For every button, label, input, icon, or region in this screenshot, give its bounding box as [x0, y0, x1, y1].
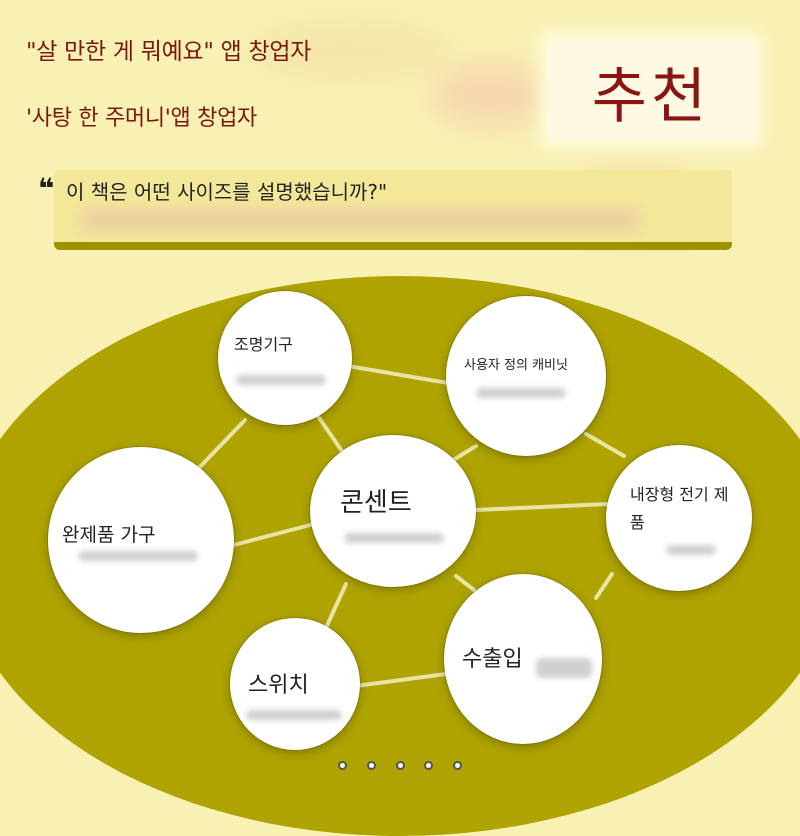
node-blurred-text — [246, 710, 342, 720]
connector-line — [454, 574, 476, 592]
quote-icon: ❝ — [38, 172, 55, 205]
node-blurred-text — [476, 388, 566, 398]
pagination-dot[interactable] — [366, 760, 376, 770]
node-label: 완제품 가구 — [62, 524, 156, 546]
connector-line — [322, 582, 348, 634]
connector-line — [346, 364, 450, 385]
node-lighting[interactable]: 조명기구 — [218, 291, 352, 425]
node-blurred-text — [666, 545, 716, 555]
quote-text: 이 책은 어떤 사이즈를 설명했습니까?" — [66, 180, 388, 204]
node-label: 사용자 정의 캐비닛 — [464, 358, 568, 373]
connector-line — [354, 672, 448, 688]
node-blurred-text — [344, 533, 444, 543]
connector-lines — [193, 364, 626, 688]
node-blurred-text — [236, 375, 326, 385]
node-switch[interactable]: 스위치 — [230, 618, 360, 750]
connector-line — [313, 410, 346, 456]
node-label: 콘센트 — [340, 488, 412, 518]
recommend-badge-label: 추천 — [591, 62, 711, 132]
recommend-badge: 추천 — [548, 40, 754, 140]
node-blurred-text — [78, 551, 198, 561]
background-blob — [250, 20, 450, 80]
pagination-dot[interactable] — [395, 760, 405, 770]
header-subtitle: '사탕 한 주머니'앱 창업자 — [26, 106, 257, 131]
background-blob — [430, 60, 550, 130]
node-label: 수출입 — [462, 647, 523, 672]
quote-banner — [54, 170, 732, 250]
pagination-dot[interactable] — [424, 760, 434, 770]
connector-line — [594, 572, 614, 600]
connector-line — [228, 522, 316, 548]
node-built-in-appliance[interactable]: 내장형 전기 제품 — [606, 445, 752, 591]
node-finished-furniture[interactable]: 완제품 가구 — [48, 447, 234, 633]
connector-line — [474, 502, 610, 512]
connector-line — [193, 418, 247, 474]
pagination-dot[interactable] — [338, 760, 347, 770]
pagination-dots — [338, 757, 462, 773]
node-import-export[interactable]: 수출입 — [444, 574, 602, 744]
node-outlet[interactable]: 콘센트 — [310, 435, 476, 587]
pagination-dot[interactable] — [453, 760, 462, 770]
quote-blurred-text — [80, 208, 640, 232]
node-label: 내장형 전기 제품 — [630, 485, 729, 532]
node-label: 스위치 — [248, 673, 309, 698]
node-custom-cabinet[interactable]: 사용자 정의 캐비닛 — [446, 296, 606, 456]
header-title: "살 만한 게 뭐예요" 앱 창업자 — [26, 39, 312, 65]
node-blurred-text — [536, 658, 592, 678]
node-label: 조명기구 — [234, 335, 293, 354]
connector-line — [584, 432, 626, 458]
